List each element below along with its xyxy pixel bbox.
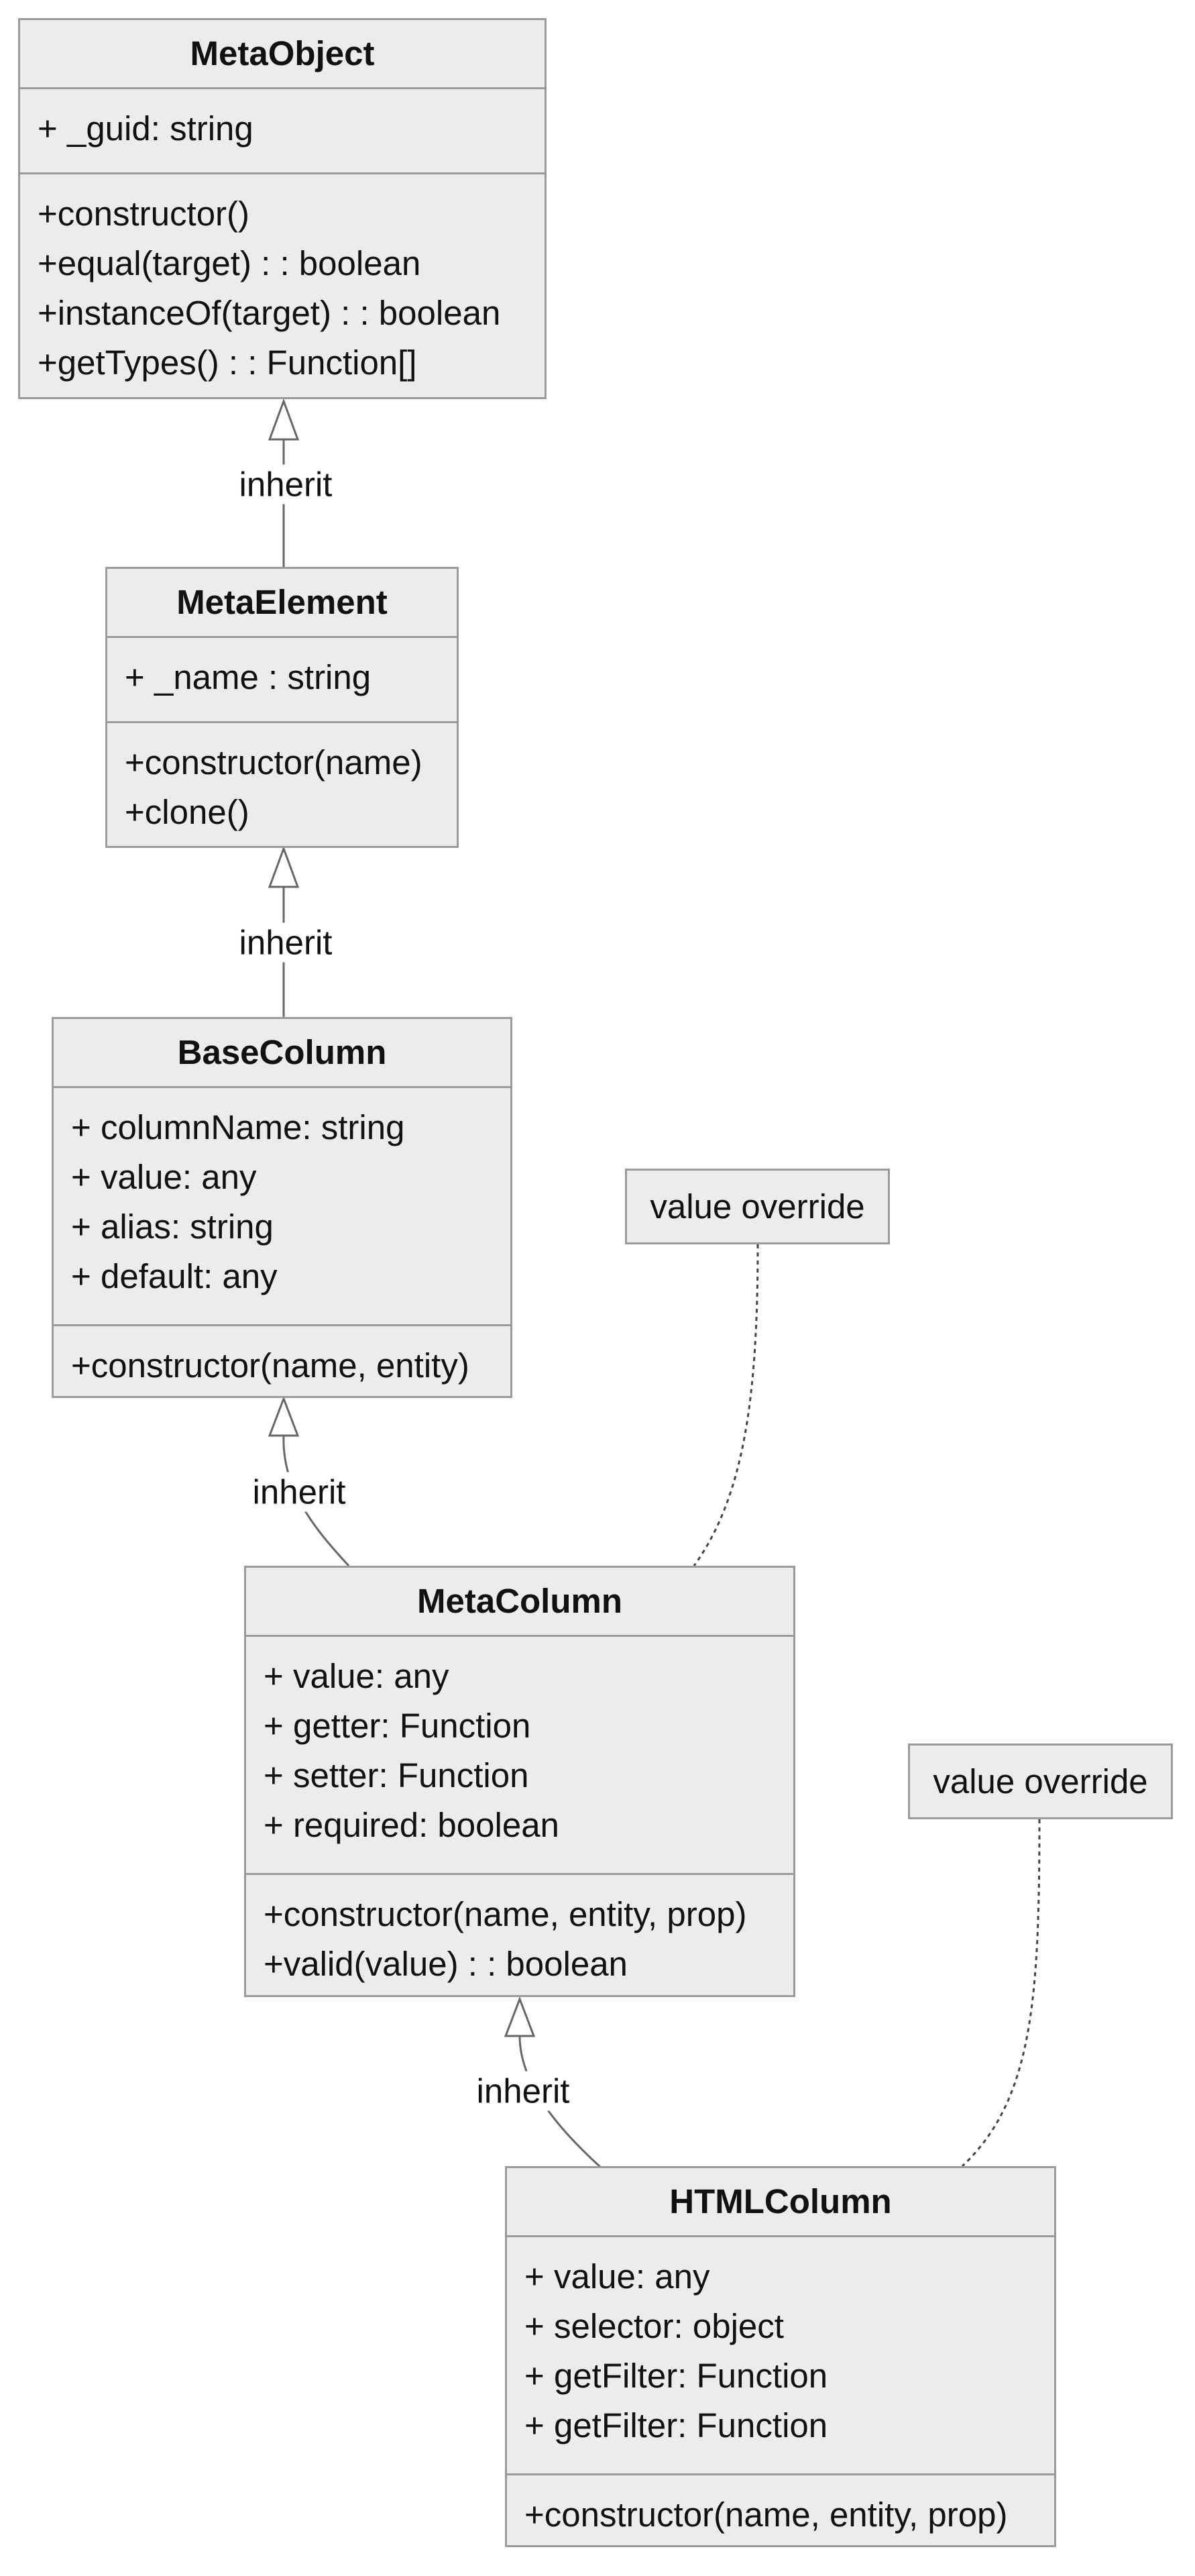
method: +constructor(name, entity, prop) bbox=[524, 2496, 1008, 2534]
inherit-label: inherit bbox=[248, 1472, 350, 1512]
class-name: MetaElement bbox=[107, 569, 457, 638]
class-box-basecolumn[interactable]: BaseColumn + columnName: string + value:… bbox=[52, 1017, 512, 1398]
note-box-htmlcolumn[interactable]: value override bbox=[908, 1743, 1173, 1819]
attribute: + setter: Function bbox=[264, 1756, 529, 1794]
methods-section: +constructor() +equal(target) : : boolea… bbox=[20, 174, 545, 388]
class-name: BaseColumn bbox=[54, 1019, 510, 1088]
method: +constructor(name, entity) bbox=[71, 1346, 469, 1385]
methods-section: +constructor(name, entity, prop) +valid(… bbox=[246, 1875, 793, 1989]
attribute: + alias: string bbox=[71, 1208, 274, 1246]
class-name: MetaObject bbox=[20, 20, 545, 89]
attribute: + selector: object bbox=[524, 2307, 784, 2345]
attributes-section: + value: any + getter: Function + setter… bbox=[246, 1637, 793, 1875]
class-box-metaobject[interactable]: MetaObject + _guid: string +constructor(… bbox=[18, 18, 547, 399]
method: +instanceOf(target) : : boolean bbox=[38, 294, 501, 332]
class-name: HTMLColumn bbox=[507, 2168, 1054, 2237]
attribute: + required: boolean bbox=[264, 1806, 559, 1844]
class-box-metacolumn[interactable]: MetaColumn + value: any + getter: Functi… bbox=[244, 1566, 795, 1997]
attributes-section: + _guid: string bbox=[20, 89, 545, 174]
inherit-label: inherit bbox=[235, 922, 337, 963]
attributes-section: + columnName: string + value: any + alia… bbox=[54, 1088, 510, 1326]
class-name: MetaColumn bbox=[246, 1568, 793, 1637]
note-link-htmlcolumn bbox=[961, 1819, 1041, 2167]
method: +getTypes() : : Function[] bbox=[38, 343, 417, 382]
class-box-htmlcolumn[interactable]: HTMLColumn + value: any + selector: obje… bbox=[505, 2166, 1056, 2547]
method: +constructor(name, entity, prop) bbox=[264, 1895, 747, 1933]
method: +constructor(name) bbox=[125, 743, 422, 782]
note-box-metacolumn[interactable]: value override bbox=[625, 1169, 890, 1244]
attribute: + columnName: string bbox=[71, 1108, 405, 1146]
method: +equal(target) : : boolean bbox=[38, 244, 421, 282]
attribute: + default: any bbox=[71, 1257, 278, 1295]
attributes-section: + _name : string bbox=[107, 638, 457, 723]
inherit-label: inherit bbox=[472, 2071, 574, 2111]
method: +valid(value) : : boolean bbox=[264, 1945, 628, 1983]
attribute: + getFilter: Function bbox=[524, 2406, 828, 2445]
inherit-label: inherit bbox=[235, 464, 337, 504]
attribute: + _guid: string bbox=[38, 109, 253, 148]
attribute: + value: any bbox=[71, 1158, 257, 1196]
methods-section: +constructor(name, entity, prop) bbox=[507, 2475, 1054, 2540]
attributes-section: + value: any + selector: object + getFil… bbox=[507, 2237, 1054, 2475]
attribute: + value: any bbox=[524, 2257, 710, 2296]
method: +clone() bbox=[125, 793, 249, 831]
class-box-metaelement[interactable]: MetaElement + _name : string +constructo… bbox=[105, 567, 459, 848]
attribute: + getter: Function bbox=[264, 1707, 531, 1745]
methods-section: +constructor(name, entity) bbox=[54, 1326, 510, 1391]
attribute: + getFilter: Function bbox=[524, 2357, 828, 2395]
methods-section: +constructor(name) +clone() bbox=[107, 723, 457, 837]
note-link-metacolumn bbox=[693, 1244, 759, 1566]
method: +constructor() bbox=[38, 195, 250, 233]
attribute: + _name : string bbox=[125, 658, 372, 696]
attribute: + value: any bbox=[264, 1657, 449, 1695]
